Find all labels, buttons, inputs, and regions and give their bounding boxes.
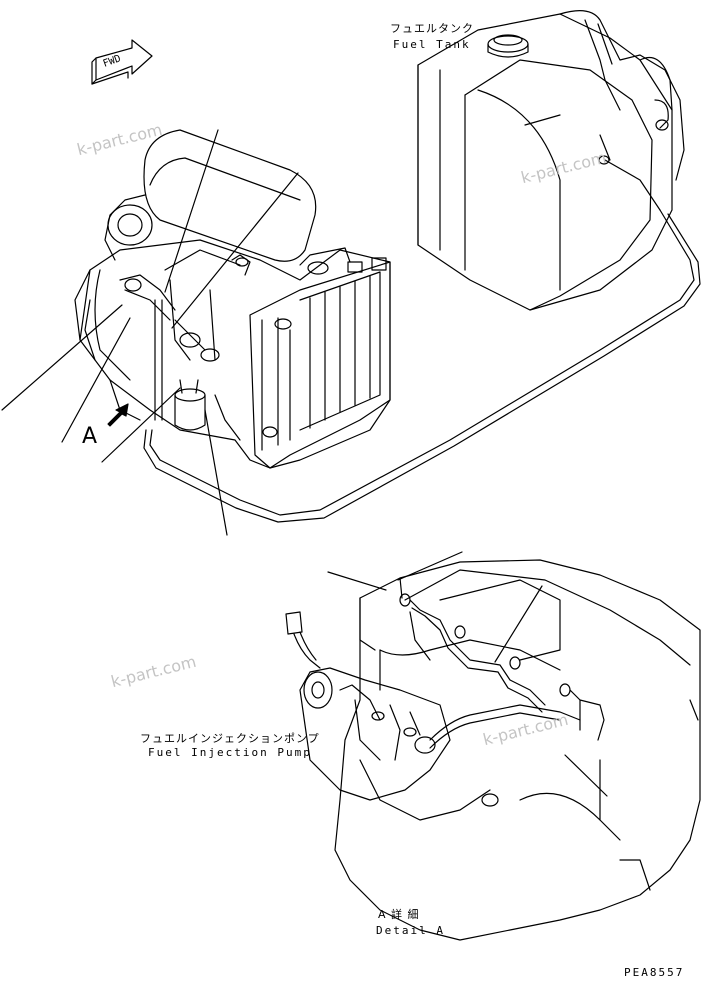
fuel-line-drawing bbox=[143, 209, 701, 523]
view-arrow-icon bbox=[107, 403, 129, 427]
detail-a-label-en: Detail A bbox=[376, 924, 445, 937]
fuel-tank-label-jp: フュエルタンク bbox=[390, 22, 474, 35]
leader-lines-top bbox=[1, 129, 299, 536]
leader-lines-detail bbox=[327, 551, 608, 797]
detail-a-drawing bbox=[285, 559, 701, 941]
part-number: PEA8557 bbox=[624, 966, 685, 979]
fuel-injection-pump-label-en: Fuel Injection Pump bbox=[148, 746, 312, 759]
detail-a-label-jp: A 詳 細 bbox=[378, 908, 420, 921]
fwd-arrow-icon bbox=[91, 39, 153, 85]
engine-drawing bbox=[74, 129, 391, 469]
view-letter-label: A bbox=[82, 424, 98, 449]
fuel-tank-label-en: Fuel Tank bbox=[393, 38, 471, 51]
fuel-injection-pump-label-jp: フュエルインジェクションポンプ bbox=[140, 732, 320, 745]
fuel-tank-drawing bbox=[417, 10, 685, 311]
